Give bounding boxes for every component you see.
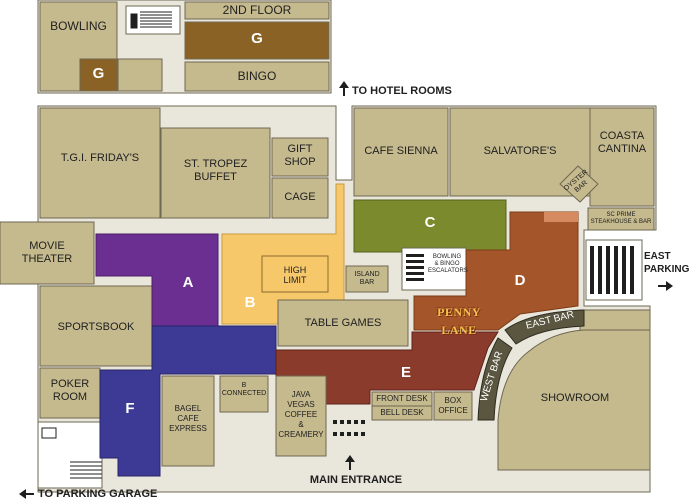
front-desk-box — [371, 391, 433, 407]
door-icon — [590, 246, 634, 294]
floor2-title-box — [184, 1, 330, 20]
zone-d-accent — [544, 212, 578, 222]
sportsbook-room — [39, 285, 153, 367]
garage-stairs-area — [37, 421, 103, 489]
east-bar-band — [504, 309, 585, 345]
floor2-elevator — [117, 58, 163, 92]
st-tropez-room — [160, 127, 271, 219]
b-connected-room — [219, 375, 269, 413]
escalator-icon — [41, 427, 102, 479]
tgi-fridays-room — [39, 107, 161, 219]
poker-room — [39, 367, 101, 419]
sc-prime-room — [587, 207, 655, 231]
high-limit-room — [261, 255, 329, 293]
movie-theater-room — [0, 221, 95, 285]
penny-lane-sign: PENNY LANE — [437, 305, 481, 337]
gift-shop-room — [271, 137, 329, 177]
zone-c-area — [353, 199, 507, 253]
island-bar-room — [345, 265, 389, 293]
cage-room — [271, 177, 329, 219]
bagel-cafe-room — [161, 375, 215, 467]
showroom-body — [497, 329, 651, 471]
zone-g-main — [184, 21, 330, 60]
escalator-icon — [406, 254, 424, 281]
box-office-box — [433, 391, 473, 421]
zone-g-small — [79, 58, 118, 92]
left-arrow-icon — [19, 489, 34, 499]
right-arrow-icon — [658, 281, 673, 291]
oyster-bar-room — [559, 165, 599, 203]
stairs-icon — [130, 11, 172, 29]
bell-desk-box — [371, 405, 433, 421]
door-icon — [333, 420, 365, 436]
west-bar-band — [477, 337, 513, 421]
up-arrow-icon — [345, 455, 355, 470]
cafe-sienna-room — [353, 107, 449, 197]
table-games-area — [277, 299, 409, 347]
coasta-cantina-room — [589, 107, 655, 207]
up-arrow-icon — [339, 81, 349, 96]
bingo-room — [184, 61, 330, 92]
zone-d-area — [413, 211, 579, 331]
java-vegas-room — [275, 375, 327, 457]
